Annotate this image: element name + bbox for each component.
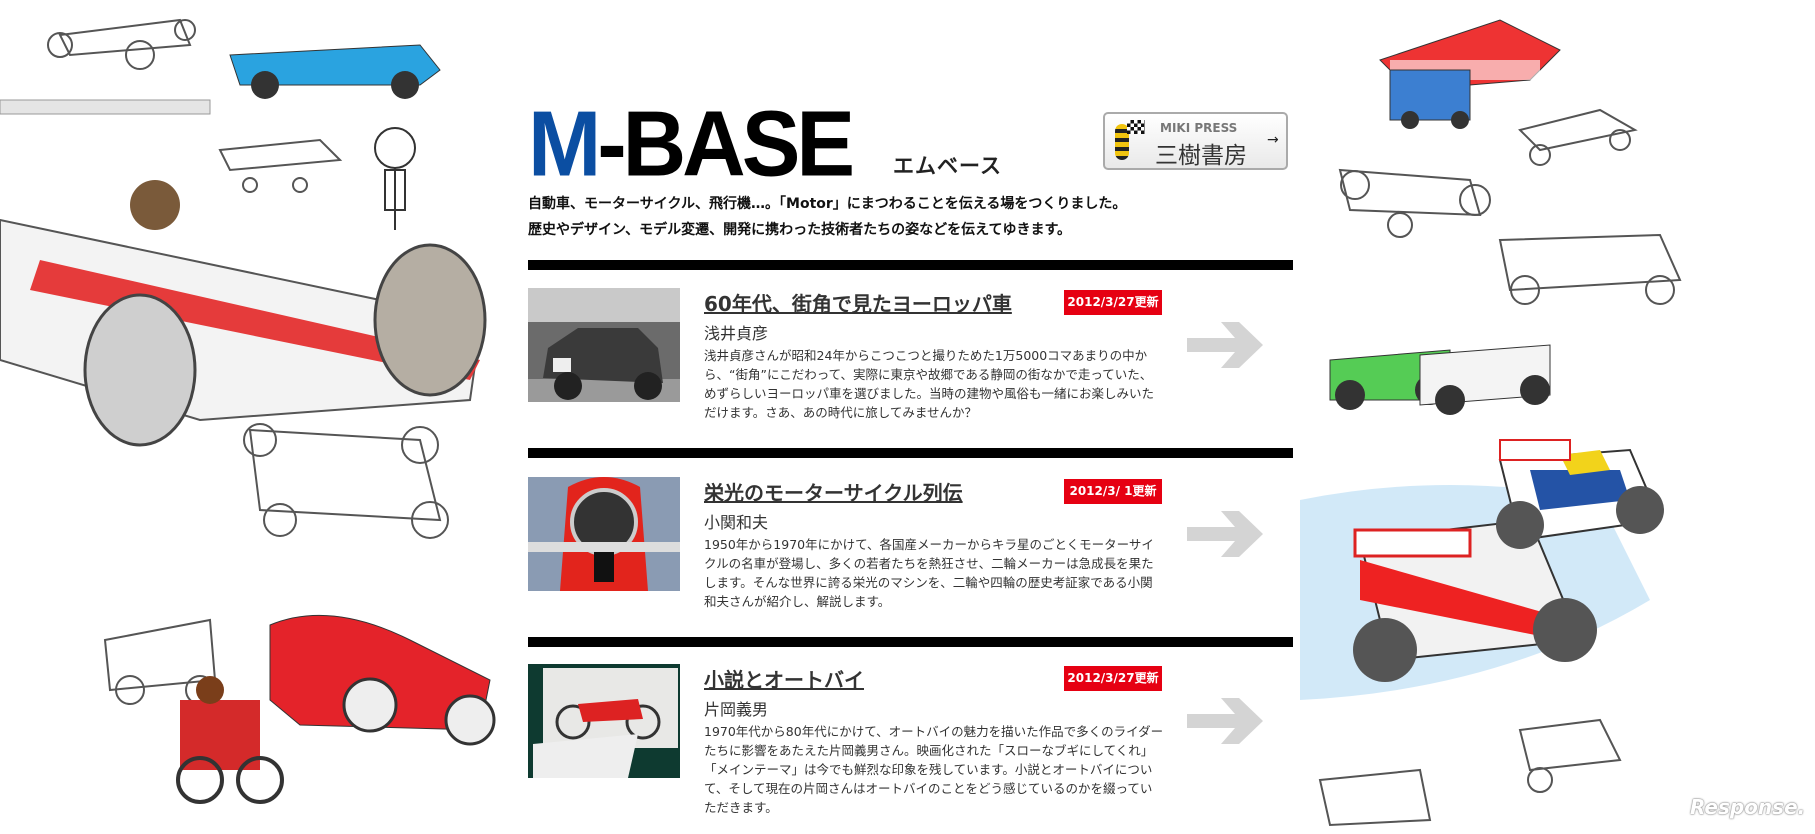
intro-line: 歴史やデザイン、モデル変遷、開発に携わった技術者たちの姿などを伝えてゆきます。 [528, 222, 1072, 238]
arrow-right-icon[interactable] [1187, 507, 1263, 561]
divider [528, 637, 1293, 647]
miki-press-link[interactable]: MIKI PRESS 三樹書房 → [1103, 112, 1288, 170]
update-badge: 2012/3/27更新 [1064, 666, 1162, 691]
article-item: 栄光のモーターサイクル列伝 2012/3/ 1更新 小関和夫 1950年から19… [528, 477, 1293, 647]
arrow-right-icon: → [1267, 132, 1279, 148]
article-title-link[interactable]: 60年代、街角で見たヨーロッパ車 [704, 292, 1012, 316]
article-author: 片岡義男 [704, 700, 769, 719]
vintage-cars-illustration [0, 18, 496, 804]
article-author: 小関和夫 [704, 513, 769, 532]
checkered-flag-icon [1127, 120, 1145, 134]
m-base-logo[interactable]: M-BASE [528, 91, 855, 196]
bee-icon [1115, 124, 1129, 160]
racing-cars-illustration [1300, 19, 1682, 827]
article-title-link[interactable]: 栄光のモーターサイクル列伝 [704, 481, 963, 505]
miki-press-jp: 三樹書房 [1155, 143, 1247, 169]
article-author: 浅井貞彦 [704, 324, 769, 343]
update-badge: 2012/3/27更新 [1064, 290, 1162, 315]
article-description: 1970年代から80年代にかけて、オートバイの魅力を描いた作品で多くのライダーた… [704, 724, 1164, 815]
article-item: 小説とオートバイ 2012/3/27更新 片岡義男 1970年代から80年代にか… [528, 664, 1293, 834]
article-description: 1950年から1970年にかけて、各国産メーカーからキラ星のごとくモーターサイク… [704, 537, 1154, 609]
article-item: 60年代、街角で見たヨーロッパ車 2012/3/27更新 浅井貞彦 浅井貞彦さん… [528, 288, 1293, 458]
arrow-right-icon[interactable] [1187, 694, 1263, 748]
response-watermark: Response. [1690, 795, 1806, 819]
logo-kana: エムベース [893, 154, 1002, 178]
article-description: 浅井貞彦さんが昭和24年からこつこつと撮りためた1万5000コマあまりの中から、… [704, 348, 1155, 420]
divider [528, 260, 1293, 270]
miki-press-en: MIKI PRESS [1160, 121, 1238, 135]
article-thumbnail[interactable] [528, 664, 680, 778]
intro-line: 自動車、モーターサイクル、飛行機…。「Motor」にまつわることを伝える場をつく… [528, 196, 1127, 212]
intro-text: 自動車、モーターサイクル、飛行機…。「Motor」にまつわることを伝える場をつく… [528, 191, 1126, 243]
article-thumbnail[interactable] [528, 288, 680, 402]
article-thumbnail[interactable] [528, 477, 680, 591]
article-title-link[interactable]: 小説とオートバイ [704, 668, 864, 692]
left-illustrations [0, 0, 520, 830]
update-badge: 2012/3/ 1更新 [1064, 479, 1162, 504]
arrow-right-icon[interactable] [1187, 318, 1263, 372]
divider [528, 448, 1293, 458]
right-illustrations [1300, 0, 1815, 830]
